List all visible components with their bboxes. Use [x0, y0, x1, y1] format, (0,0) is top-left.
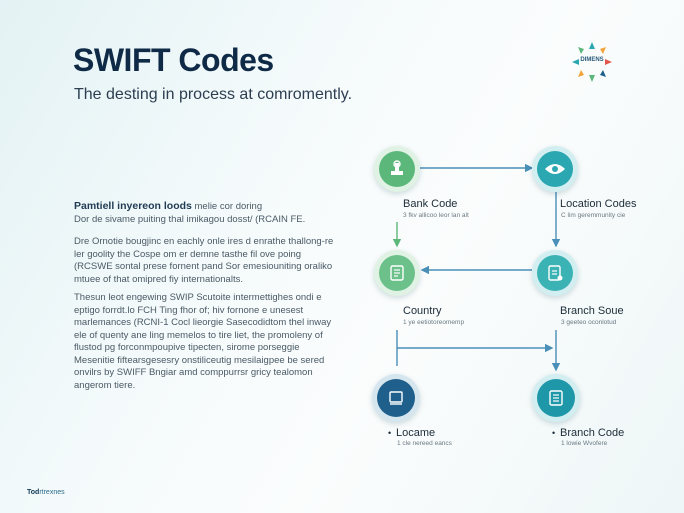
page-title: SWIFT Codes: [73, 42, 274, 78]
bank-code-node[interactable]: [374, 146, 420, 192]
branch-code-node[interactable]: [532, 374, 580, 422]
location-codes-node[interactable]: [532, 146, 578, 192]
logo-burst-icon: [572, 42, 612, 82]
country-sub: 1 ye eetiotoreomemp: [403, 319, 465, 326]
branch-soue-label: Branch Soue: [560, 305, 624, 317]
bank-icon: [379, 151, 415, 187]
bank-code-label: Bank Code: [403, 198, 458, 210]
location-codes-sub: C lim geremmunity cie: [561, 212, 626, 219]
description-paragraph: Dre Ornotie bougjinc en eachly onle ires…: [74, 236, 334, 285]
locame-node[interactable]: [372, 374, 420, 422]
branch-code-sub: 1 lowie Wvofere: [561, 440, 608, 447]
branch-soue-node[interactable]: [532, 250, 578, 296]
intro-lead-rest: melie cor doring: [191, 201, 263, 212]
locame-marker-icon: •: [388, 428, 392, 438]
branch-code-marker-icon: •: [552, 428, 556, 438]
intro-line-2: Dor de sivame puiting thal imikagou doss…: [74, 213, 306, 225]
page-subtitle: The desting in process at comromently.: [74, 86, 353, 103]
bank-code-sub: 3 fkv allicoo leor lan alt: [403, 212, 469, 219]
locame-label: Locame: [396, 427, 436, 439]
branch-document-icon: [537, 255, 573, 291]
intro-paragraph: Pamtiell inyereon loods melie cor doring…: [74, 200, 334, 226]
location-eye-icon: [537, 151, 573, 187]
location-icon: [377, 379, 415, 417]
country-document-icon: [379, 255, 415, 291]
footer-brand-name: Tod: [27, 489, 40, 496]
locame-sub: 1 cle nereed eancs: [397, 440, 452, 447]
footer-brand: Todrtrexnes: [27, 489, 65, 496]
branch-code-icon: [537, 379, 575, 417]
country-label: Country: [403, 305, 442, 317]
footer-brand-rest: rtrexnes: [39, 489, 65, 496]
brand-logo: DIMENS: [570, 40, 614, 84]
location-codes-label: Location Codes: [560, 198, 637, 210]
branch-code-label: Branch Code: [560, 427, 625, 439]
country-node[interactable]: [374, 250, 420, 296]
intro-lead: Pamtiell inyereon loods: [74, 200, 192, 212]
details-paragraph: Thesun leot engewing SWIP Scutoite inter…: [74, 292, 332, 391]
branch-soue-sub: 3 geeteo oconlotud: [561, 319, 617, 326]
logo-text: DIMENS: [580, 57, 604, 63]
